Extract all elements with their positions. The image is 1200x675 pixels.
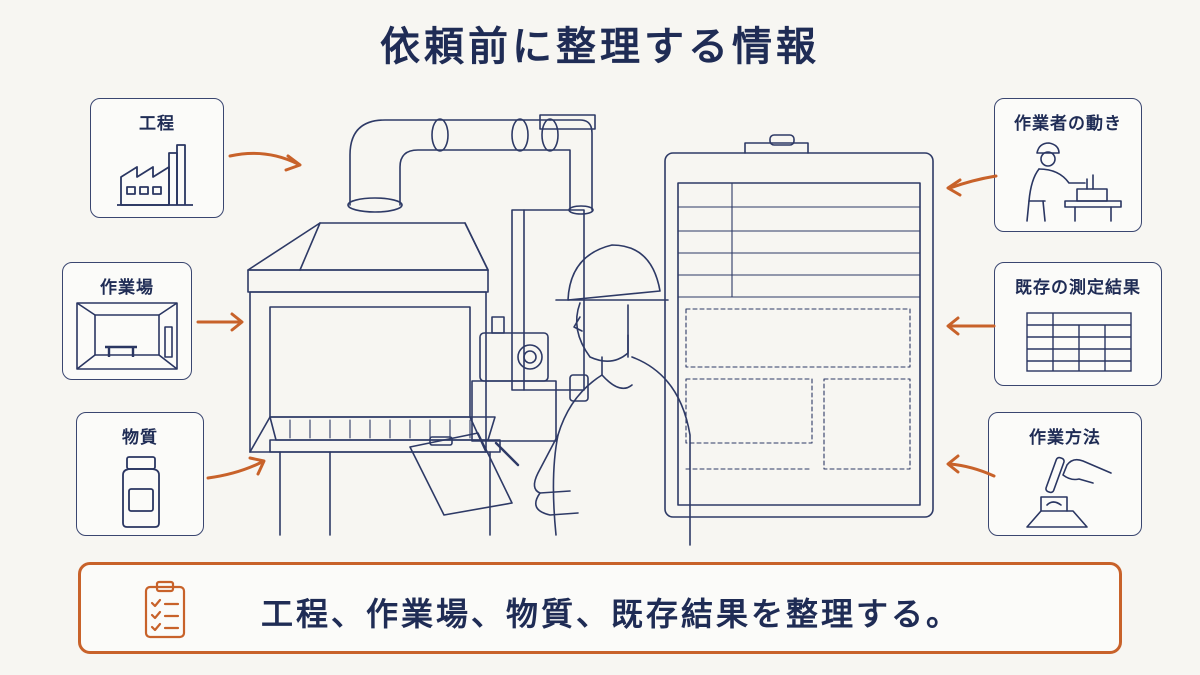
- card-existing-results-label: 既存の測定結果: [1015, 278, 1141, 298]
- summary-text: 工程、作業場、物質、既存結果を整理する。: [261, 595, 962, 633]
- card-work-method-label: 作業方法: [1029, 428, 1101, 448]
- card-substance-label: 物質: [122, 428, 158, 448]
- card-existing-results: 既存の測定結果: [994, 262, 1162, 386]
- card-worker-motion-label: 作業者の動き: [1014, 114, 1122, 134]
- arrow-existing-results: [946, 316, 996, 336]
- workroom-icon: [76, 302, 178, 370]
- factory-icon: [117, 144, 193, 206]
- arrow-substance: [206, 456, 266, 480]
- card-work-method: 作業方法: [988, 412, 1142, 536]
- hand-operation-icon: [1026, 456, 1112, 528]
- summary-box: 工程、作業場、物質、既存結果を整理する。: [78, 562, 1122, 654]
- card-substance: 物質: [76, 412, 204, 536]
- card-process: 工程: [90, 98, 224, 218]
- arrow-work-method: [946, 454, 996, 478]
- arrow-workplace: [196, 312, 244, 332]
- card-workplace-label: 作業場: [100, 278, 154, 298]
- page-title: 依頼前に整理する情報: [380, 24, 820, 70]
- card-worker-motion: 作業者の動き: [994, 98, 1142, 232]
- card-workplace: 作業場: [62, 262, 192, 380]
- checklist-clipboard-icon: [144, 580, 186, 639]
- card-process-label: 工程: [139, 114, 175, 134]
- worker-motion-icon: [1026, 142, 1122, 222]
- arrow-process: [228, 151, 302, 172]
- bottle-icon: [122, 456, 160, 528]
- arrow-worker-motion: [946, 174, 998, 197]
- fume-hood-and-worker-illustration: [247, 114, 934, 546]
- result-table-icon: [1026, 312, 1132, 372]
